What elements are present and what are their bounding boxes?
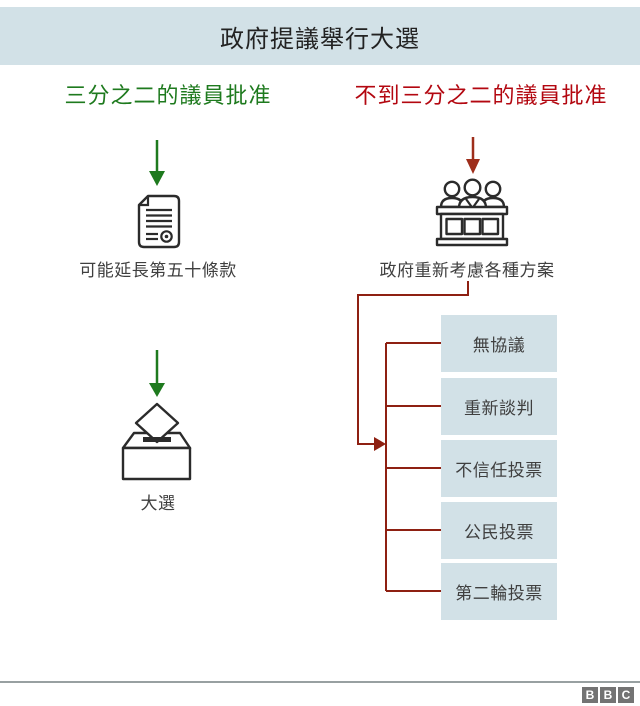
down-arrow-icon-left-top	[149, 140, 165, 186]
option-box-renegotiate: 重新談判	[441, 378, 557, 435]
header-band: 政府提議舉行大選	[0, 7, 640, 65]
option-box-second-vote: 第二輪投票	[441, 563, 557, 620]
down-arrow-icon-left-bottom	[149, 350, 165, 397]
document-icon	[137, 194, 181, 249]
step-label-general-election: 大選	[140, 494, 176, 513]
bbc-logo-block: B	[582, 687, 598, 703]
footer-divider	[0, 681, 640, 683]
ballot-box-icon	[121, 402, 192, 481]
branch-left-subtitle: 三分之二的議員批准	[64, 83, 272, 108]
chart-title: 政府提議舉行大選	[220, 25, 420, 53]
parliament-icon	[435, 178, 509, 247]
option-box-no-deal: 無協議	[441, 315, 557, 372]
bbc-logo: B B C	[582, 687, 634, 703]
down-arrow-icon-right	[466, 137, 480, 174]
bbc-logo-block: B	[600, 687, 616, 703]
bbc-logo-block: C	[618, 687, 634, 703]
option-box-no-confidence-vote: 不信任投票	[441, 440, 557, 497]
branch-right-subtitle: 不到三分之二的議員批准	[354, 83, 608, 108]
option-box-referendum: 公民投票	[441, 502, 557, 559]
step-label-government-reconsiders: 政府重新考慮各種方案	[379, 261, 555, 280]
step-label-extend-article-50: 可能延長第五十條款	[79, 261, 237, 280]
